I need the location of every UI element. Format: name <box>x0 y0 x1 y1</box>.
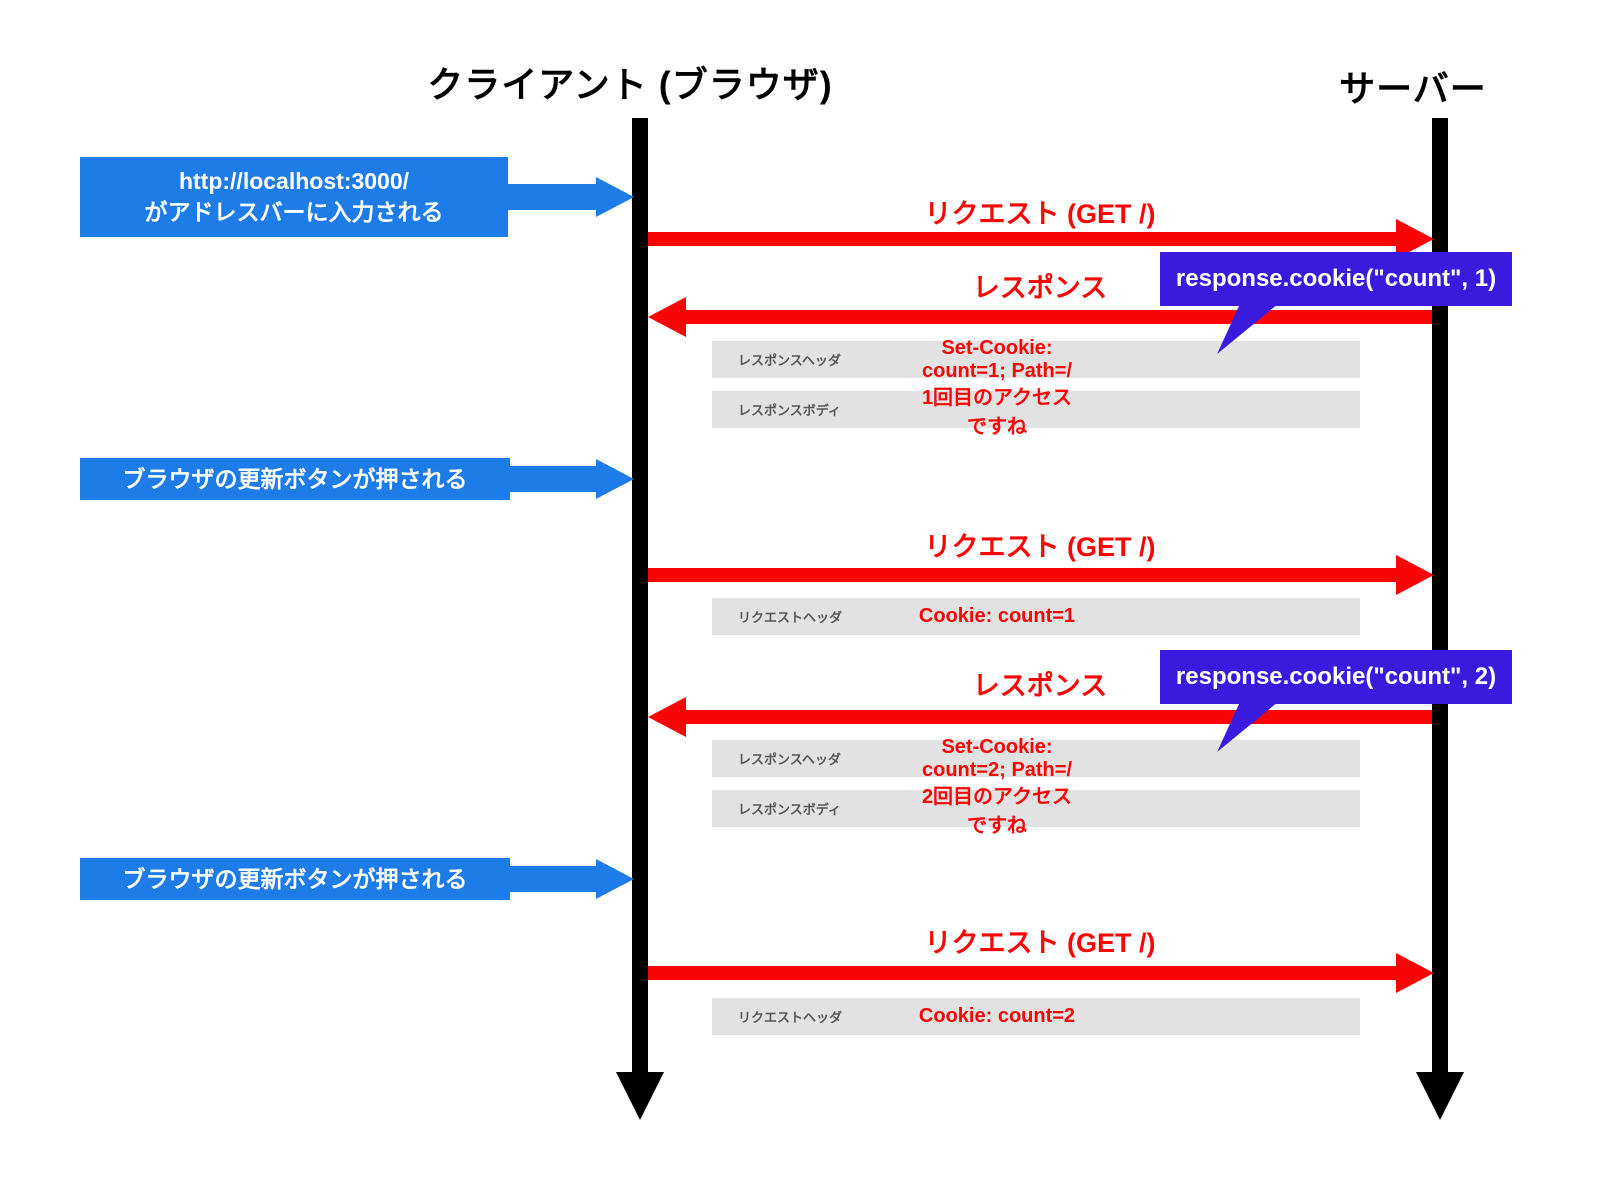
message-label-response-1: レスポンス <box>972 273 1108 303</box>
detail-label: レスポンスヘッダ <box>738 752 841 767</box>
callout-response-cookie-2: response.cookie("count", 2) <box>1160 650 1512 704</box>
detail-value: Cookie: count=2 <box>918 1005 1076 1027</box>
action-text-line: ブラウザの更新ボタンが押される <box>122 465 468 492</box>
request-arrow-shaft <box>648 232 1396 246</box>
response-arrow-shaft <box>686 310 1432 324</box>
detail-label: リクエストヘッダ <box>738 1010 843 1025</box>
detail-row-response-body-2: レスポンスボディ 2回目のアクセスですね <box>712 786 1360 837</box>
message-label-request-3: リクエスト (GET /) <box>924 928 1156 958</box>
detail-row-response-header-1: レスポンスヘッダ Set-Cookie: count=1; Path=/ <box>712 337 1360 382</box>
action-arrow-shaft <box>510 866 596 892</box>
detail-value: Set-Cookie: count=2; Path=/ <box>921 735 1073 781</box>
action-arrow-shaft <box>508 184 596 210</box>
callout-code: response.cookie("count", 1) <box>1175 265 1497 292</box>
server-lifeline <box>1432 118 1448 1072</box>
detail-row-request-header-2: リクエストヘッダ Cookie: count=2 <box>712 998 1360 1035</box>
server-lifeline-title: サーバー <box>1339 68 1487 109</box>
action-box-refresh-2: ブラウザの更新ボタンが押される <box>80 858 510 900</box>
action-text-line: http://localhost:3000/ <box>178 168 410 194</box>
detail-label: レスポンスボディ <box>738 802 841 817</box>
response-arrowhead-icon <box>648 297 686 337</box>
message-label-request-2: リクエスト (GET /) <box>924 532 1156 562</box>
action-arrow-shaft <box>510 466 596 492</box>
detail-row-response-header-2: レスポンスヘッダ Set-Cookie: count=2; Path=/ <box>712 736 1360 781</box>
detail-value: Set-Cookie: count=1; Path=/ <box>921 336 1073 382</box>
action-text-line: ブラウザの更新ボタンが押される <box>122 865 468 892</box>
message-label-response-2: レスポンス <box>972 671 1108 701</box>
detail-row-response-body-1: レスポンスボディ 1回目のアクセスですね <box>712 387 1360 438</box>
action-arrowhead-icon <box>596 459 634 499</box>
response-arrowhead-icon <box>648 697 686 737</box>
request-arrow-shaft <box>648 966 1396 980</box>
detail-value: 2回目のアクセスですね <box>921 785 1073 837</box>
request-arrow-shaft <box>648 568 1396 582</box>
request-arrowhead-icon <box>1396 953 1434 993</box>
detail-label: レスポンスボディ <box>738 403 841 418</box>
client-lifeline-arrowhead-icon <box>616 1072 664 1120</box>
message-label-request-1: リクエスト (GET /) <box>924 199 1156 229</box>
action-arrowhead-icon <box>596 859 634 899</box>
server-lifeline-arrowhead-icon <box>1416 1072 1464 1120</box>
detail-label: リクエストヘッダ <box>738 610 843 625</box>
callout-response-cookie-1: response.cookie("count", 1) <box>1160 252 1512 306</box>
client-lifeline <box>632 118 648 1072</box>
action-text-line: がアドレスバーに入力される <box>144 199 444 225</box>
action-box-refresh-1: ブラウザの更新ボタンが押される <box>80 458 510 500</box>
detail-label: レスポンスヘッダ <box>738 353 841 368</box>
callout-code: response.cookie("count", 2) <box>1175 663 1497 690</box>
response-arrow-shaft <box>686 710 1432 724</box>
detail-value: 1回目のアクセスですね <box>921 386 1073 438</box>
detail-row-request-header-1: リクエストヘッダ Cookie: count=1 <box>712 598 1360 635</box>
action-arrowhead-icon <box>596 177 634 217</box>
client-lifeline-title: クライアント (ブラウザ) <box>427 64 833 105</box>
request-arrowhead-icon <box>1396 555 1434 595</box>
detail-value: Cookie: count=1 <box>918 605 1076 627</box>
action-box-url-entered: http://localhost:3000/ がアドレスバーに入力される <box>80 157 508 237</box>
